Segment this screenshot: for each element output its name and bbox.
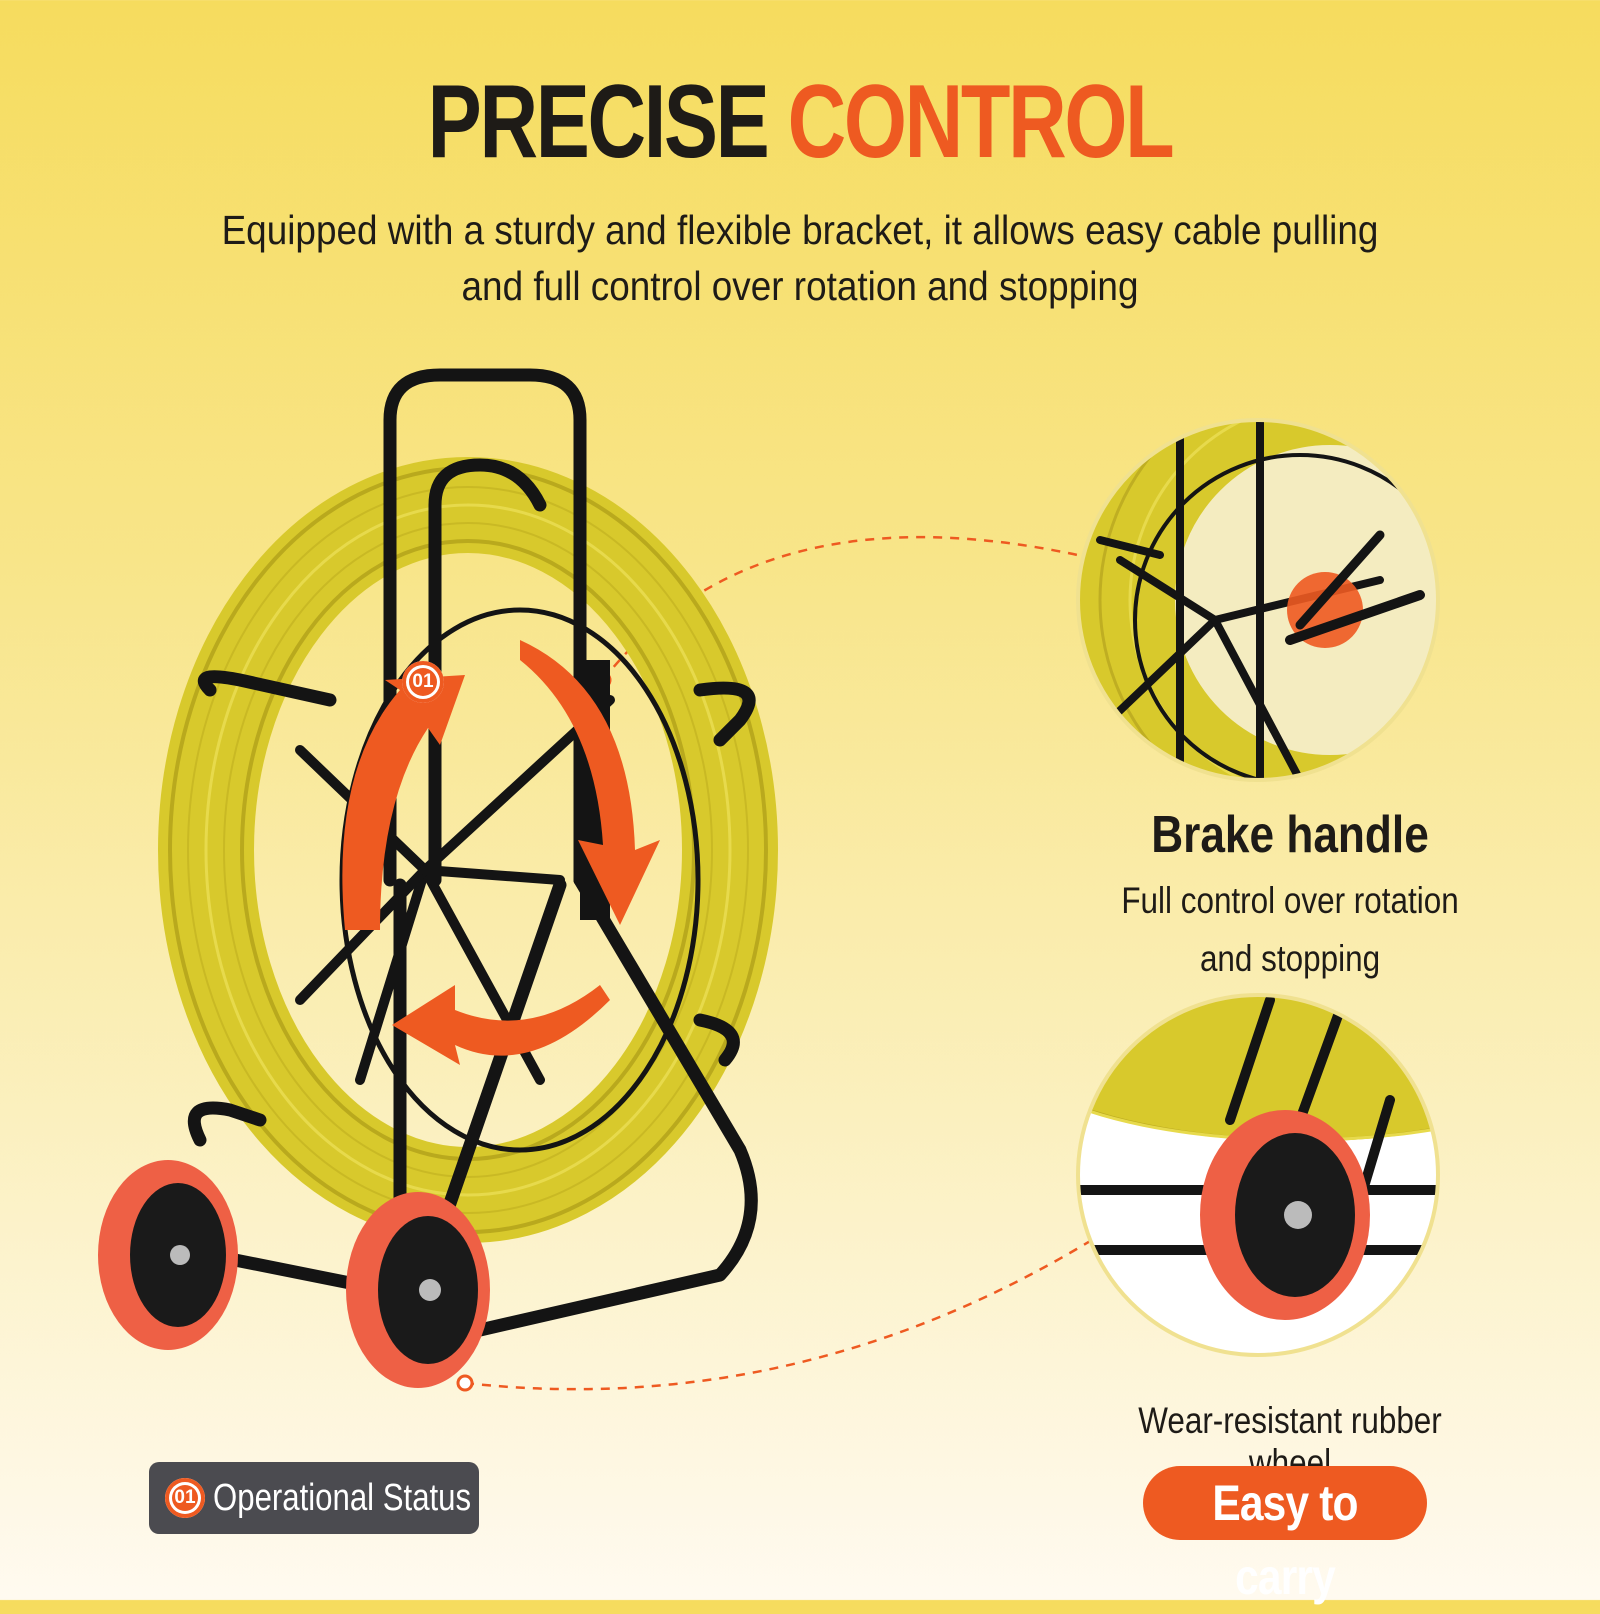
brake-desc-line-1: Full control over rotation (1121, 880, 1459, 921)
subtitle-line-2: and full control over rotation and stopp… (461, 263, 1139, 309)
operational-status-badge: 01 Operational Status (149, 1462, 479, 1534)
easy-to-carry-badge: Easy to carry (1143, 1466, 1427, 1605)
wheel-connector-line (464, 1233, 1101, 1391)
title-word-precise: PRECISE (427, 64, 770, 180)
rotation-arrow-up-icon (342, 675, 465, 930)
title-word-control: CONTROL (787, 64, 1175, 180)
rotation-arrow-bottom-icon (392, 985, 610, 1065)
status-number-icon: 01 (165, 1478, 205, 1518)
front-wheel (346, 1192, 490, 1388)
subtitle-line-1: Equipped with a sturdy and flexible brac… (221, 207, 1379, 253)
status-label: Operational Status (213, 1477, 472, 1519)
brake-detail-image (1076, 418, 1440, 782)
wheel-connector-dot (456, 1374, 474, 1392)
brake-handle-title: Brake handle (1151, 806, 1429, 864)
easy-to-carry-text: Easy to carry (1212, 1475, 1358, 1605)
brake-desc-line-2: and stopping (1199, 938, 1381, 979)
operation-marker-01: 01 (402, 661, 444, 703)
page-subtitle: Equipped with a sturdy and flexible brac… (215, 202, 1385, 314)
inner-hoop (339, 607, 701, 1153)
rotation-arrow-right-icon (520, 640, 660, 925)
wheel-detail-image (1076, 993, 1440, 1357)
rear-wheel (98, 1160, 238, 1350)
page-title: PRECISE CONTROL (176, 70, 1424, 174)
cable-reel-cart (98, 368, 778, 1388)
brake-handle-description: Full control over rotation and stopping (1112, 872, 1469, 988)
